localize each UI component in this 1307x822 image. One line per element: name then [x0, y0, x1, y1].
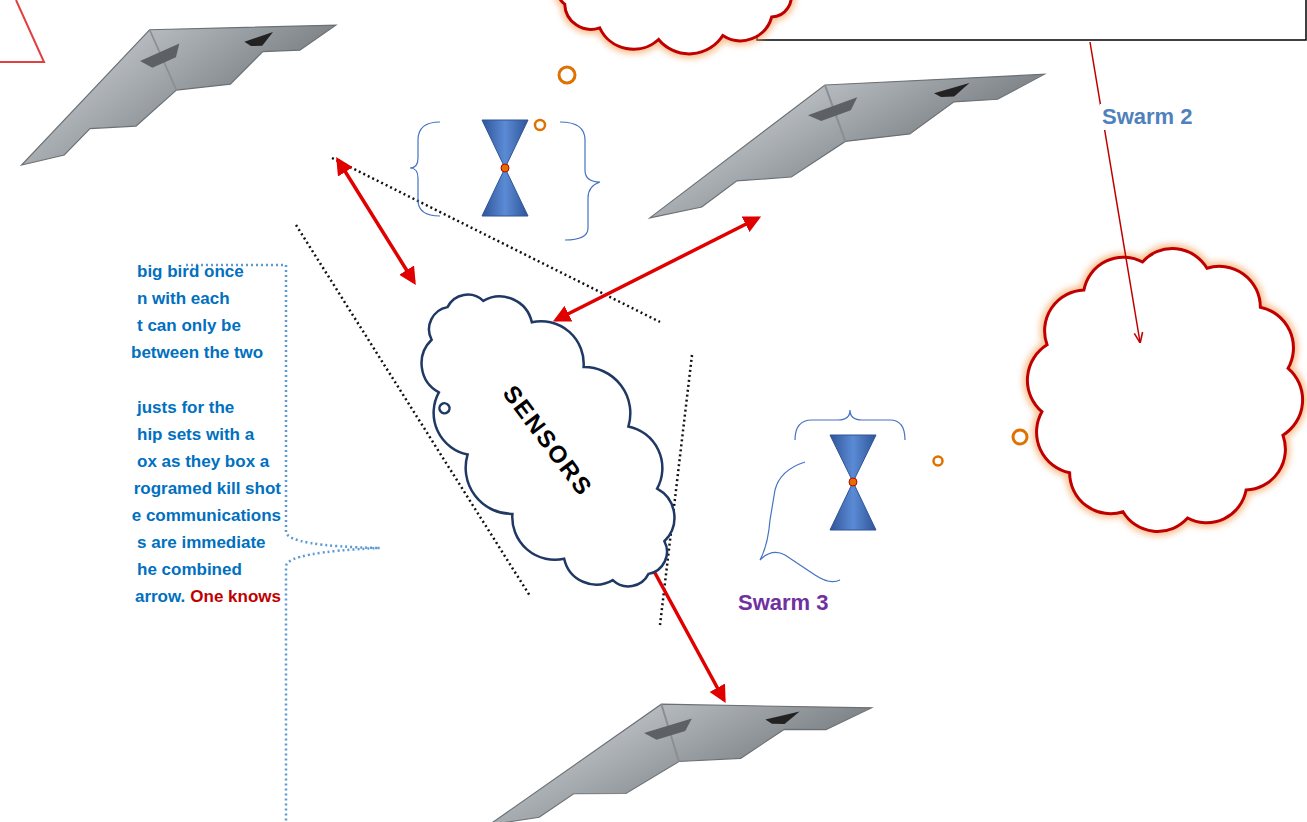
note-text: t can only be: [137, 316, 241, 336]
note-text: he combined: [137, 560, 242, 580]
threat-cloud: [558, 0, 792, 54]
warning-triangle: [0, 0, 44, 62]
link-arrows: [338, 160, 758, 700]
hourglass-symbol: [830, 435, 876, 530]
threat-cloud: [1009, 230, 1307, 550]
note-text: rogramed kill shot: [134, 479, 281, 499]
note-text: big bird once: [137, 262, 244, 282]
drone: [628, 13, 1048, 227]
threat-clouds: [558, 0, 1307, 550]
note-text: arrow.: [135, 587, 185, 607]
bracket: [760, 410, 905, 582]
bracket: [410, 122, 600, 240]
sensor-cloud: SENSORS: [377, 251, 719, 630]
note-highlight: One knows: [190, 587, 281, 607]
note-text: between the two: [131, 343, 263, 363]
marker-dot: [535, 120, 545, 130]
note-text: justs for the: [137, 398, 234, 418]
note-text: ox as they box a: [137, 452, 269, 472]
note-box: [757, 0, 1306, 40]
marker-dot: [934, 457, 943, 466]
marker-dot: [559, 67, 575, 83]
swarm-label: Swarm 3: [736, 590, 831, 616]
swarm-label: Swarm 2: [1100, 104, 1195, 130]
pointer-arrow: [1090, 42, 1140, 342]
drone: [0, 0, 340, 175]
marker-dot: [1013, 430, 1027, 444]
drone: [470, 646, 874, 822]
note-text: hip sets with a: [137, 425, 254, 445]
hourglass-symbol: [482, 120, 528, 216]
note-text: s are immediate: [137, 533, 266, 553]
note-text: n with each: [137, 289, 230, 309]
note-text: e communications: [132, 506, 281, 526]
